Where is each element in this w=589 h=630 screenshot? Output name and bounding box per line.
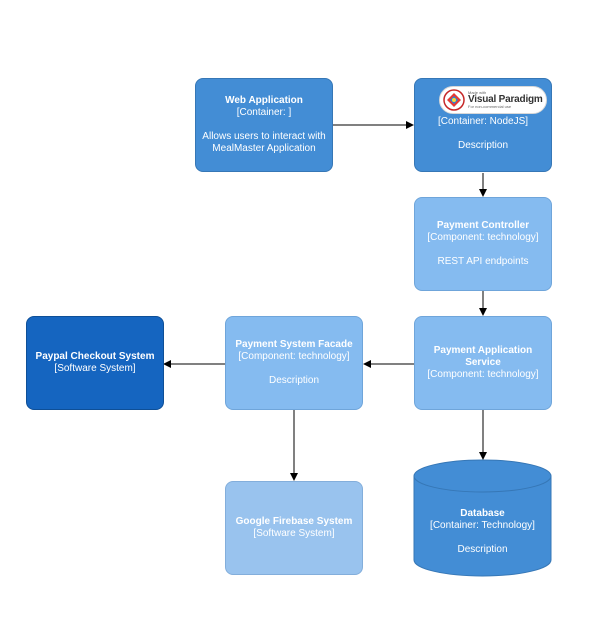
node-type: [Software System] xyxy=(54,363,136,374)
database-cylinder[interactable] xyxy=(413,459,552,577)
node-type: [Container: Technology] xyxy=(430,520,535,531)
node-title: Service xyxy=(465,357,501,368)
node-title: Payment Controller xyxy=(436,220,530,231)
node-description: Description xyxy=(268,375,320,386)
node-type: [Software System] xyxy=(253,528,335,539)
node-description: Description xyxy=(457,544,508,555)
node-type: [Container: ] xyxy=(236,107,292,118)
paypal-checkout-system-node[interactable]: Paypal Checkout System [Software System] xyxy=(26,316,164,410)
node-title: Payment Application xyxy=(433,345,533,356)
node-title: Google Firebase System xyxy=(235,516,353,527)
watermark-top-text: Made with xyxy=(468,90,487,95)
watermark-brand: Visual Paradigm xyxy=(468,94,543,105)
node-title: Database xyxy=(460,508,505,519)
payment-application-service-node[interactable]: Payment Application Service [Component: … xyxy=(414,316,552,410)
node-title: Web Application xyxy=(225,95,303,106)
node-description: MealMaster Application xyxy=(212,143,316,154)
node-description: Description xyxy=(457,140,509,151)
node-title: Paypal Checkout System xyxy=(35,351,155,362)
payment-system-facade-node[interactable]: Payment System Facade [Component: techno… xyxy=(225,316,363,410)
node-title: Payment System Facade xyxy=(235,339,353,350)
visual-paradigm-watermark: Made with Visual Paradigm For non-commer… xyxy=(439,86,547,114)
payment-controller-node[interactable]: Payment Controller [Component: technolog… xyxy=(414,197,552,291)
watermark-bottom-text: For non-commercial use xyxy=(468,104,512,109)
node-description: Allows users to interact with xyxy=(202,131,326,142)
node-description: REST API endpoints xyxy=(437,256,529,267)
node-type: [Component: technology] xyxy=(427,369,539,380)
visual-paradigm-logo-icon xyxy=(443,89,465,111)
node-type: [Component: technology] xyxy=(427,232,539,243)
node-type: [Container: NodeJS] xyxy=(437,116,529,127)
google-firebase-system-node[interactable]: Google Firebase System [Software System] xyxy=(225,481,363,575)
node-type: [Component: technology] xyxy=(238,351,350,362)
web-application-node[interactable]: Web Application [Container: ] Allows use… xyxy=(195,78,333,172)
database-label: Database [Container: Technology] Descrip… xyxy=(414,508,551,556)
